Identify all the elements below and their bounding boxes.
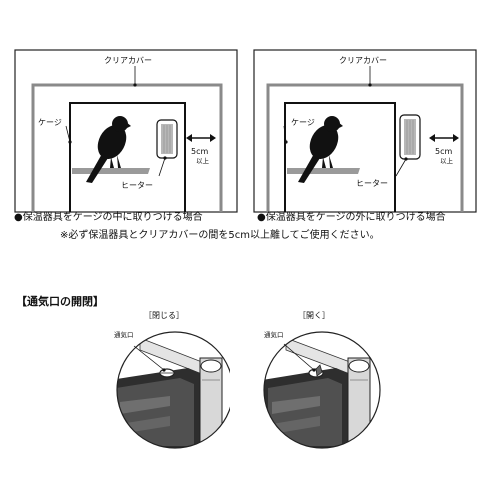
- usage-note: ※必ず保温器具とクリアカバーの間を5cm以上離してご使用ください。: [60, 230, 380, 241]
- vent-label-closed: 通気口: [114, 331, 134, 339]
- vent-closed-illustration: ［閉じる］ 通気口: [110, 310, 230, 450]
- distance-value: 5cm: [191, 147, 209, 156]
- clear-cover-label: クリアカバー: [339, 56, 387, 65]
- clear-cover-label: クリアカバー: [104, 56, 152, 65]
- diagram-heater-outside: クリアカバー ケージ ヒーター 5cm 以上: [250, 0, 500, 240]
- caption-heater-inside: ●保温器具をケージの中に取りつける場合: [14, 212, 203, 223]
- heater-label: ヒーター: [356, 179, 388, 188]
- vent-closed-drawing: [116, 331, 230, 449]
- bird-icon: [298, 116, 343, 183]
- open-label: ［開く］: [298, 311, 330, 320]
- diagram-heater-inside: クリアカバー ケージ ヒーター 5cm 以上: [0, 0, 250, 240]
- diagram-heater-inside-drawing: [14, 49, 238, 213]
- bird-icon: [86, 116, 131, 183]
- caption-heater-outside: ●保温器具をケージの外に取りつける場合: [257, 212, 446, 223]
- cage-label: ケージ: [291, 118, 315, 127]
- distance-arrow-icon: [429, 134, 459, 142]
- vent-open-illustration: ［開く］ 通気口: [262, 310, 382, 450]
- heater-icon: [399, 114, 421, 160]
- heater-label: ヒーター: [121, 181, 153, 190]
- heater-icon: [156, 119, 178, 159]
- distance-suffix: 以上: [440, 157, 453, 165]
- diagram-heater-outside-drawing: [253, 49, 477, 213]
- distance-value: 5cm: [435, 147, 453, 156]
- vent-section-title: 【通気口の開閉】: [16, 295, 104, 308]
- closed-label: ［閉じる］: [144, 311, 184, 320]
- cage-label: ケージ: [38, 118, 62, 127]
- vent-open-drawing: [263, 331, 381, 449]
- distance-arrow-icon: [186, 134, 216, 142]
- vent-label-open: 通気口: [264, 331, 284, 339]
- distance-suffix: 以上: [196, 157, 209, 165]
